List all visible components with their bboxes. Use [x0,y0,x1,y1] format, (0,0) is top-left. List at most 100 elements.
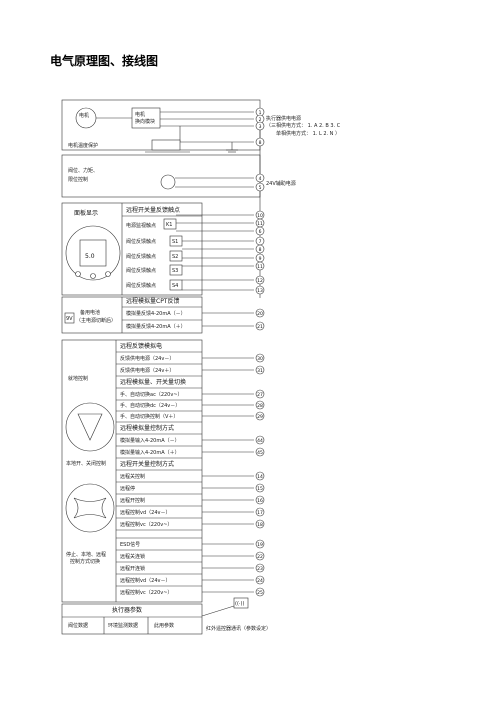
digital-title: 远程开关量控制方式 [120,460,174,468]
cpt-row-2: 模拟量反馈4-20mA（＋） [126,323,186,330]
cpt-row-1: 模拟量反馈4-20mA（－） [126,310,186,317]
relay-row-2-label: 阀位反馈触点 [126,238,156,245]
terminal-digital-2: 15 [255,483,265,493]
pulse-row-1: ESD信号 [120,541,140,548]
relay-row-3-label: 阀位反馈触点 [126,253,156,260]
relay-row-5-code: S4 [172,283,178,289]
terminal-switch-3: 29 [255,411,265,421]
terminal-relay-8: 12 [255,275,265,285]
analog-row-2: 模拟量输入4-20mA（＋） [120,449,180,456]
pulse-row-3: 远程开连锁 [120,565,145,572]
relay-row-4-code: S3 [172,268,178,274]
svg-text:15: 15 [257,486,263,492]
switch-title: 远程模拟量、开关量切换 [120,378,186,386]
feedback-row-2: 反馈供电电源（24v＋） [120,367,174,374]
svg-text:13: 13 [257,288,263,294]
terminal-cpt-1: 20 [255,308,265,318]
terminal-pulse-5: 25 [255,587,265,597]
terminal-feedback-2: 31 [255,365,265,375]
remote-icon [233,597,249,609]
terminal-strip: 1 2 3 8 4 5 10 11 6 7 8 9 11 12 13 20 21… [255,107,265,597]
relay-row-4-label: 阀位反馈触点 [126,267,156,274]
motor-protect-label: 电机温度保护 [68,142,98,149]
svg-text:30: 30 [257,356,263,362]
display-value: 5.0 [85,253,95,260]
svg-text:22: 22 [257,554,263,560]
power-single-phase: 单相供电方式： 1. L 2. N ） [276,130,340,137]
terminal-digital-4: 17 [255,507,265,517]
params-cell-3: 此用参数 [154,622,174,629]
svg-text:28: 28 [257,403,263,409]
pulse-row-5: 远程控制vc（220v~） [120,589,172,596]
battery-label-line2: （主电源切断后） [76,317,116,324]
svg-text:24: 24 [257,578,263,584]
cpt-title: 远程模拟量CPT反馈 [126,297,179,305]
svg-text:10: 10 [257,213,263,219]
params-title: 执行器参数 [112,606,142,614]
terminal-pulse-4: 24 [255,575,265,585]
terminal-relay-1: 10 [255,210,265,220]
switch-row-1: 手、自动切换ac（220v~） [120,391,183,398]
svg-text:18: 18 [257,522,263,528]
terminal-power-4: 8 [255,137,265,147]
feedback-title: 远程反馈模拟电 [120,342,162,350]
relay-row-1-code: K1 [166,222,172,228]
svg-text:7: 7 [259,239,262,245]
terminal-relay-5: 8 [255,244,265,254]
terminal-relay-3: 6 [255,226,265,236]
battery-label-line1: 备用电池 [80,309,100,316]
battery-icon-label: 9V [66,316,73,322]
local-remote-label: 本地开、关闭控制 [66,460,106,467]
params-cell-2: 环境监测数据 [108,622,138,629]
motor-module-line2: 换向模块 [135,118,155,125]
rectifier-icon [160,174,176,190]
svg-text:19: 19 [257,542,263,548]
battery-section: 9V 备用电池 （主电源切断后） 远程模拟量CPT反馈 模拟量反馈4-20mA（… [61,296,254,334]
relay-row-2-code: S1 [172,239,178,245]
analog-row-1: 模拟量输入4-20mA（－） [120,437,180,444]
local-frame [61,339,203,603]
terminal-aux-1: 4 [255,173,265,183]
motor-section: 电机 电机温度保护 电机 换向模块 执行器供电电源 （三相供电方式： 1. A … [61,99,341,153]
battery-frame [61,296,203,334]
pulse-row-2: 远程关连锁 [120,553,145,560]
power-three-phase: （三相供电方式： 1. A 2. B 3. C [266,122,341,129]
terminal-switch-2: 28 [255,400,265,410]
relay-row-5-label: 阀位反馈触点 [126,282,156,289]
power-label: 执行器供电电源 [266,115,301,122]
svg-text:12: 12 [257,278,263,284]
transformer-box [151,139,181,151]
svg-text:16: 16 [257,498,263,504]
analog-title: 远程模拟量控制方式 [120,424,174,432]
panel-title: 面板显示 [74,209,98,217]
remote-icon-label: ((·)) [235,601,244,607]
svg-text:25: 25 [257,590,263,596]
svg-text:2: 2 [259,117,262,123]
terminal-pulse-1: 19 [255,539,265,549]
motor-module-box [131,107,161,129]
svg-text:21: 21 [257,324,263,330]
svg-text:9: 9 [259,256,262,262]
local-selector-2 [65,483,115,533]
aux-section: 阀位、力矩、 限位控制 24V辅助电源 [61,139,296,198]
motor-label: 电机 [79,112,89,119]
params-frame [61,603,203,635]
terminal-relay-4: 7 [255,236,265,246]
svg-text:29: 29 [257,414,263,420]
params-cell-1: 阀位数据 [68,622,88,629]
page-title: 电气原理图、接线图 [50,54,159,68]
terminal-power-3: 3 [255,121,265,131]
relay-row-3-code: S2 [172,254,178,260]
digital-row-4: 远程控制vd（24v－） [120,509,170,516]
svg-text:4: 4 [259,176,262,182]
valve-positions-line2: 限位控制 [68,176,88,183]
battery-icon [64,312,75,324]
pulse-row-4: 远程控制vd（24v－） [120,577,170,584]
svg-text:20: 20 [257,311,263,317]
stop-local-remote-line2: 控制方式切换 [70,558,100,565]
display-screen [79,239,107,267]
digital-row-2: 远程停 [120,485,135,492]
svg-text:17: 17 [257,510,263,516]
valve-positions-line1: 阀位、力矩、 [68,167,98,174]
relay-row-1-label: 电源监视触点 [126,222,156,229]
